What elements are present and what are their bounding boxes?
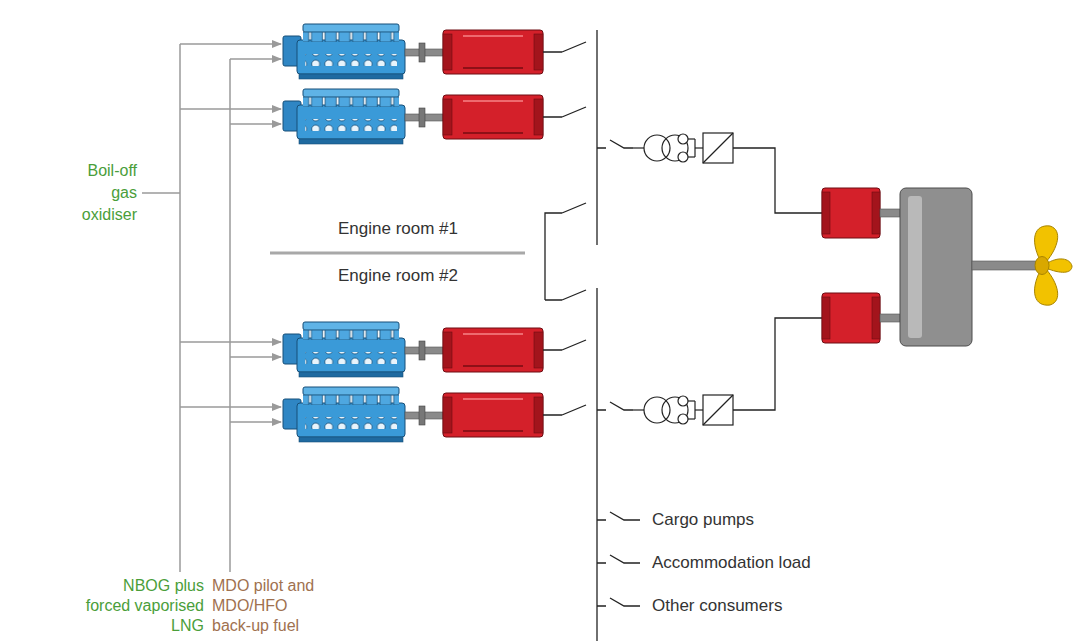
gas-feed [180, 341, 281, 343]
generator [443, 328, 543, 372]
engine [283, 89, 443, 144]
engine [283, 24, 443, 79]
generator [443, 393, 543, 437]
motor-feed [733, 148, 822, 213]
bus-tie [545, 203, 586, 300]
gearbox [900, 188, 972, 346]
bus-tie [545, 290, 586, 300]
transformer-converter [633, 133, 733, 163]
oil-header [229, 59, 231, 572]
transformer-converter [633, 395, 733, 425]
fuel-label: MDO pilot and MDO/HFO back-up fuel [212, 576, 322, 636]
propeller-hub [1035, 257, 1049, 275]
gas-feed [180, 406, 281, 408]
breaker [543, 107, 586, 117]
propeller [1035, 226, 1072, 305]
propeller-blade [1035, 226, 1058, 262]
consumer-label: Accommodation load [652, 552, 811, 574]
oil-feed [230, 123, 281, 125]
gearbox-highlight [908, 196, 922, 338]
gas-feed [180, 43, 281, 45]
fuel-source-label: Boil-off gas oxidiser [62, 160, 137, 226]
propeller-blade [1035, 269, 1058, 305]
breaker [597, 140, 633, 148]
oil-feed [230, 421, 281, 423]
oxidiser-line [142, 192, 180, 194]
busbar [596, 288, 597, 641]
engine [283, 387, 443, 442]
propulsion-motor [822, 293, 900, 343]
oil-feed [230, 58, 281, 60]
breaker [543, 340, 586, 350]
room-label: Engine room #1 [338, 218, 458, 240]
engine-room-divider [270, 252, 525, 255]
busbar [596, 30, 597, 245]
fuel-lines [142, 44, 281, 572]
breaker [597, 402, 633, 410]
gas-header [179, 44, 181, 572]
propeller-shaft [972, 261, 1036, 270]
generator [443, 95, 543, 139]
electrical-wiring [543, 30, 822, 641]
breaker [543, 405, 586, 415]
fuel-label: NBOG plus forced vaporised LNG [80, 576, 204, 636]
motor-feed [733, 318, 822, 410]
engine [283, 322, 443, 377]
gas-feed [180, 108, 281, 110]
oil-feed [230, 356, 281, 358]
propulsion-motor [822, 188, 900, 238]
consumer-label: Cargo pumps [652, 509, 754, 531]
consumer-label: Other consumers [652, 595, 782, 617]
generator [443, 30, 543, 74]
breaker [597, 512, 640, 520]
breaker [597, 555, 640, 563]
breaker [597, 598, 640, 606]
propeller-blade [1046, 259, 1072, 272]
room-label: Engine room #2 [338, 265, 458, 287]
breaker [543, 42, 586, 52]
